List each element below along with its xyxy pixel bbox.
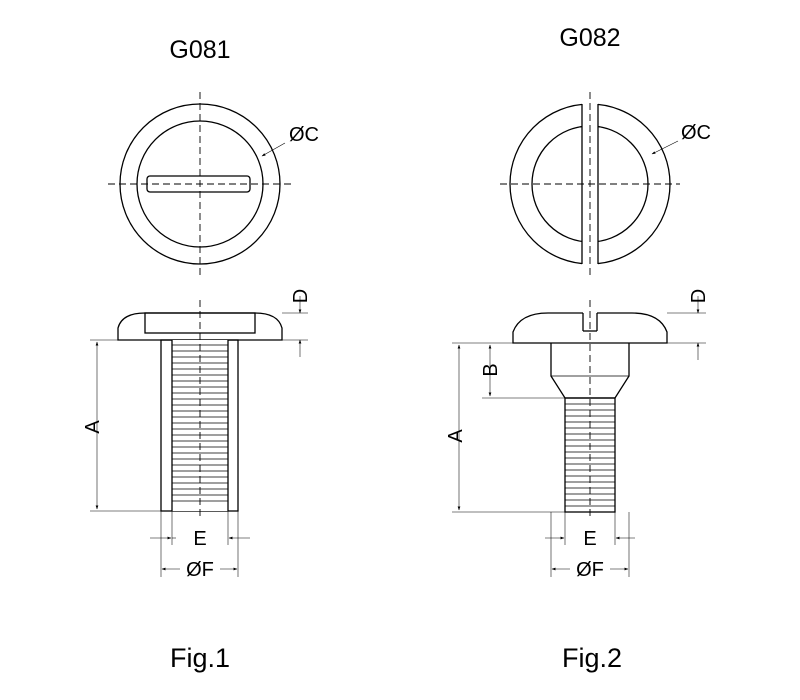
dim-label-e-2: E <box>583 528 596 550</box>
dim-label-a-1: A <box>82 420 104 434</box>
figure-caption-1: Fig.1 <box>170 643 230 673</box>
figure-g081: G081 ØC D <box>82 36 319 673</box>
top-view-g082: ØC <box>500 92 711 276</box>
top-view-g081: ØC <box>108 92 319 276</box>
side-view-g081: D A E ØF <box>82 289 312 581</box>
figure-g082: G082 ØC <box>445 24 711 673</box>
figure-caption-2: Fig.2 <box>562 643 622 673</box>
dim-label-d-2: D <box>688 289 710 303</box>
dim-label-b-2: B <box>480 363 502 376</box>
side-view-g082: D B A E ØF <box>445 289 710 581</box>
part-number-g081: G081 <box>169 36 230 64</box>
dim-label-oc-1: ØC <box>289 124 319 146</box>
dim-label-d-1: D <box>290 289 312 303</box>
part-number-g082: G082 <box>559 24 620 52</box>
dim-label-of-1: ØF <box>186 559 214 581</box>
dim-label-e-1: E <box>193 528 206 550</box>
dim-label-of-2: ØF <box>576 559 604 581</box>
screw-head <box>512 312 668 344</box>
dim-label-oc-2: ØC <box>681 122 711 144</box>
dim-label-a-2: A <box>445 429 467 443</box>
